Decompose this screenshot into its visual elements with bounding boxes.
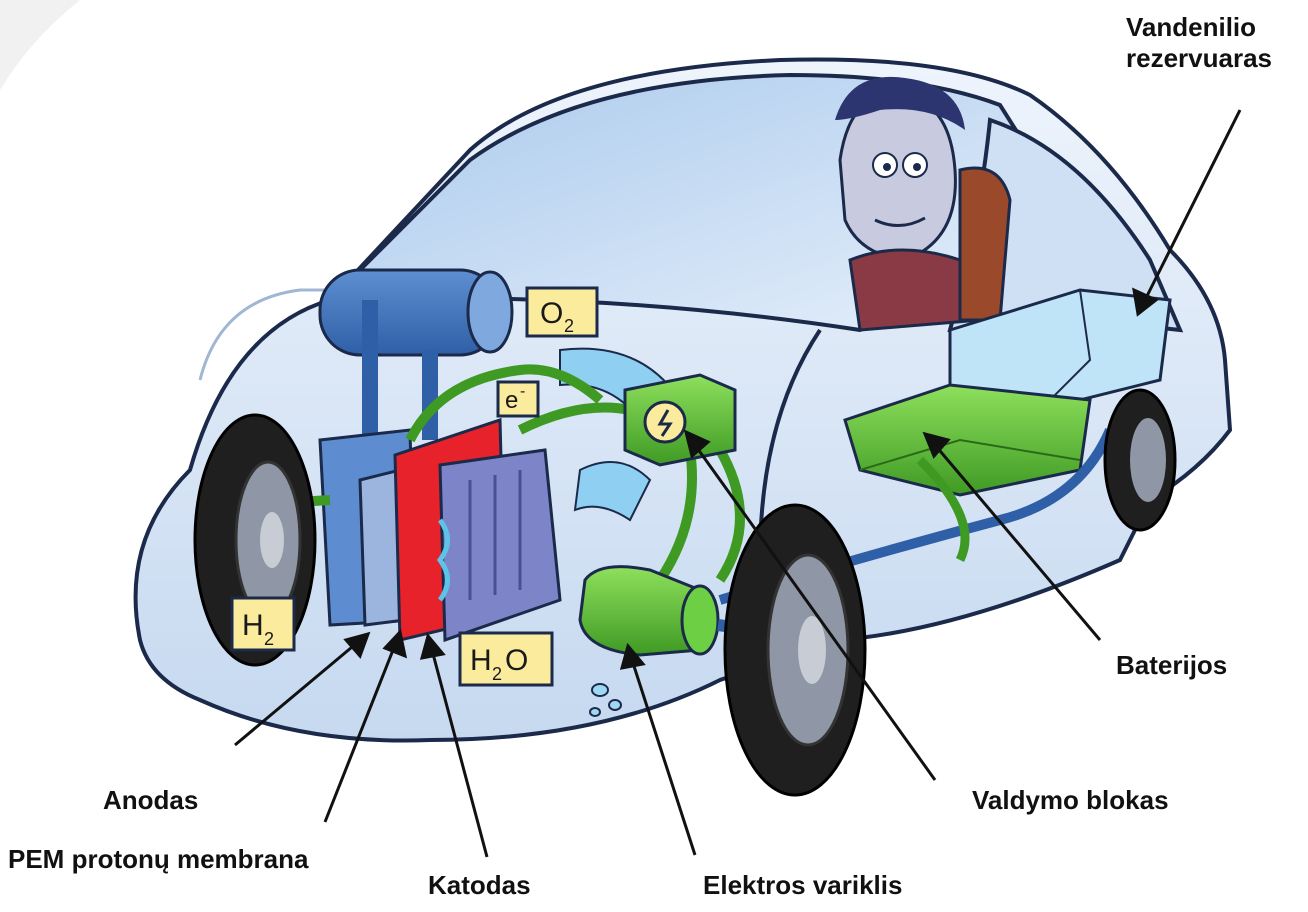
label-hydrogen-tank: Vandenilio rezervuaras (1126, 12, 1272, 73)
electron-tag: e - (498, 382, 538, 416)
rear-wheel (1105, 390, 1175, 530)
svg-text:2: 2 (564, 316, 574, 336)
label-pem-membrane: PEM protonų membrana (8, 844, 308, 875)
label-electric-motor: Elektros variklis (703, 870, 902, 901)
water-tag: H 2 O (460, 633, 552, 685)
svg-text:O: O (540, 297, 563, 330)
svg-text:O: O (505, 644, 528, 677)
hydrogen-tag: H 2 (232, 598, 294, 650)
corner-swoosh (0, 0, 80, 90)
label-control-unit: Valdymo blokas (972, 785, 1169, 816)
svg-text:-: - (520, 383, 525, 400)
pointer-hydrogen-tank (1145, 110, 1240, 300)
svg-text:2: 2 (264, 629, 274, 649)
label-hydrogen-tank-line1: Vandenilio (1126, 12, 1272, 43)
oxygen-tag: O 2 (527, 288, 597, 336)
front-wheel-right (725, 505, 865, 795)
svg-text:2: 2 (492, 664, 502, 684)
label-batteries: Baterijos (1116, 650, 1227, 681)
control-unit (625, 375, 735, 465)
fuel-cell-stack (320, 420, 560, 640)
label-hydrogen-tank-line2: rezervuaras (1126, 43, 1272, 74)
svg-text:H: H (242, 609, 264, 642)
label-cathode: Katodas (428, 870, 531, 901)
label-anode: Anodas (103, 785, 198, 816)
svg-text:H: H (470, 644, 492, 677)
svg-text:e: e (505, 387, 518, 414)
